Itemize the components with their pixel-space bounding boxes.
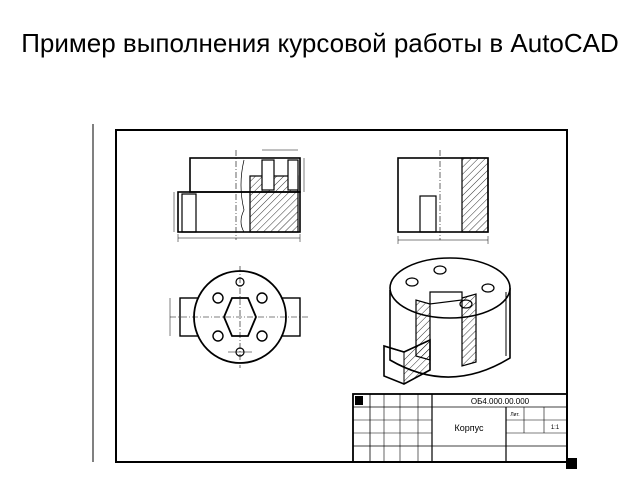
title-block-part-name: Корпус	[454, 423, 484, 433]
front-view	[173, 149, 305, 242]
drawing-frame	[115, 129, 568, 463]
title-block-sheet-label: Лит.	[510, 412, 519, 418]
title-block	[352, 393, 568, 463]
corner-marker	[566, 458, 577, 469]
side-view	[397, 150, 489, 244]
title-block-scale: 1:1	[551, 425, 560, 431]
top-view	[169, 266, 310, 368]
slide-title: Пример выполнения курсовой работы в Auto…	[21, 28, 619, 58]
title-block-designation: ОБ4.000.00.000	[471, 397, 530, 406]
isometric-view	[383, 257, 511, 385]
